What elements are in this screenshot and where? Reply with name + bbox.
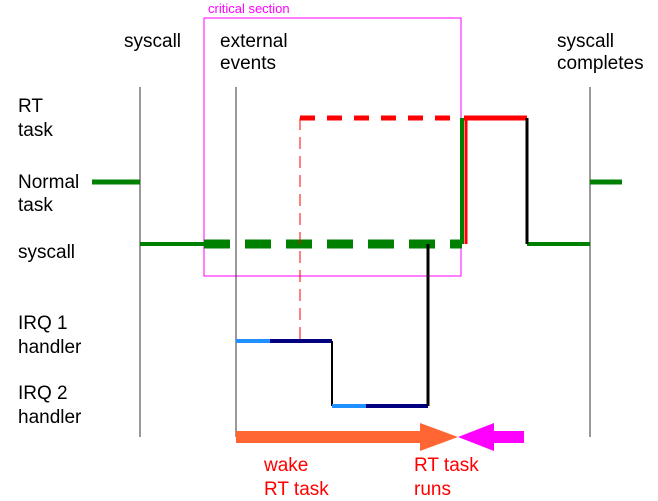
column-external-events-line2: events xyxy=(220,53,276,74)
critical-section-label: critical section xyxy=(208,1,290,16)
row-irq2-line2: handler xyxy=(18,407,82,428)
row-syscall-label: syscall xyxy=(18,242,75,263)
row-normal-task-line1: Normal xyxy=(18,172,79,193)
column-syscall-completes-line2: completes xyxy=(557,53,644,74)
wake-rt-task-line2: RT task xyxy=(264,479,329,500)
runs-arrow-shaft xyxy=(490,431,524,443)
runs-arrow-head xyxy=(458,423,494,451)
row-irq1-line2: handler xyxy=(18,337,82,358)
row-normal-task-line2: task xyxy=(18,195,53,216)
wake-arrow-head xyxy=(420,423,458,451)
column-syscall-completes-line1: syscall xyxy=(557,31,614,52)
row-rt-task-line2: task xyxy=(18,120,53,141)
row-rt-task-line1: RT xyxy=(18,96,43,117)
wake-rt-task-line1: wake xyxy=(263,455,308,476)
row-irq2-line1: IRQ 2 xyxy=(18,383,68,404)
column-external-events-line1: external xyxy=(220,31,288,52)
column-syscall-label: syscall xyxy=(124,31,181,52)
rt-task-runs-line1: RT task xyxy=(414,455,479,476)
rt-task-runs-line2: runs xyxy=(414,479,451,500)
row-irq1-line1: IRQ 1 xyxy=(18,313,68,334)
wake-arrow-shaft xyxy=(236,431,424,443)
